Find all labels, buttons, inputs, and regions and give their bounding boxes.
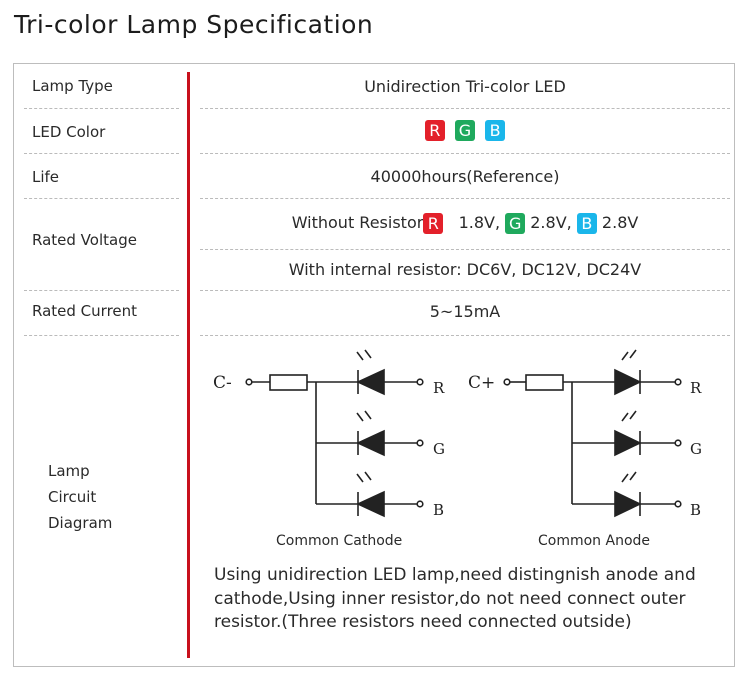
anode-terminal-label: C+ — [468, 373, 495, 393]
life-value: 40000hours(Reference) — [370, 167, 560, 186]
life-label: Life — [32, 168, 60, 186]
circuit-label-line: Lamp — [48, 462, 90, 480]
row-separator — [200, 108, 730, 109]
circuit-label: Lamp Circuit Diagram — [48, 458, 112, 536]
red-voltage: 1.8V, — [458, 213, 501, 232]
led-icon — [356, 349, 424, 396]
led-icon — [356, 410, 424, 457]
column-divider — [187, 72, 190, 658]
rated-voltage-label: Rated Voltage — [32, 231, 137, 249]
circuit-label-line: Circuit — [48, 488, 97, 506]
row-separator — [200, 249, 730, 250]
output-label-r: R — [433, 379, 445, 397]
cathode-caption: Common Cathode — [276, 533, 403, 549]
terminal-node — [245, 378, 253, 386]
spec-table — [13, 63, 735, 667]
row-separator — [24, 198, 179, 199]
output-label-b: B — [690, 501, 701, 519]
circuit-note: Using unidirection LED lamp,need disting… — [214, 565, 696, 632]
blue-voltage: 2.8V — [601, 213, 639, 232]
output-label-r: R — [690, 379, 702, 397]
without-resistor-prefix: Without Resistor — [291, 213, 424, 232]
row-separator — [200, 335, 730, 336]
led-icon — [614, 349, 682, 396]
anode-caption: Common Anode — [538, 533, 651, 549]
lamp-type-label: Lamp Type — [32, 77, 113, 95]
row-separator — [200, 153, 730, 154]
led-icon — [614, 471, 682, 518]
green-voltage: 2.8V, — [530, 213, 572, 232]
row-separator — [24, 108, 179, 109]
row-separator — [200, 290, 730, 291]
row-separator — [200, 198, 730, 199]
green-chip: G — [505, 213, 526, 234]
led-color-label: LED Color — [32, 123, 106, 141]
row-separator — [24, 153, 179, 154]
row-separator — [24, 335, 179, 336]
green-chip: G — [455, 120, 475, 141]
page-title: Tri-color Lamp Specification — [14, 10, 374, 39]
row-separator — [24, 290, 179, 291]
red-chip: R — [424, 120, 445, 141]
rated-current-value: 5~15mA — [429, 302, 501, 321]
led-icon — [614, 410, 682, 457]
resistor-icon — [269, 374, 308, 391]
voltage-with-internal-resistor: With internal resistor: DC6V, DC12V, DC2… — [288, 260, 642, 279]
led-icon — [356, 471, 424, 518]
common-cathode-diagram: C- R G B — [213, 349, 445, 519]
led-color-value: R G B — [200, 120, 730, 141]
cathode-terminal-label: C- — [213, 373, 232, 393]
output-label-g: G — [690, 440, 702, 458]
circuit-label-line: Diagram — [48, 514, 113, 532]
resistor-icon — [525, 374, 564, 391]
blue-chip: B — [576, 213, 597, 234]
blue-chip: B — [485, 120, 506, 141]
rated-current-label: Rated Current — [32, 302, 138, 320]
common-anode-diagram: C+ R G B — [468, 349, 702, 519]
terminal-node — [503, 378, 511, 386]
output-label-g: G — [433, 440, 445, 458]
red-chip: R — [423, 213, 444, 234]
output-label-b: B — [433, 501, 444, 519]
lamp-type-value: Unidirection Tri-color LED — [364, 77, 566, 96]
